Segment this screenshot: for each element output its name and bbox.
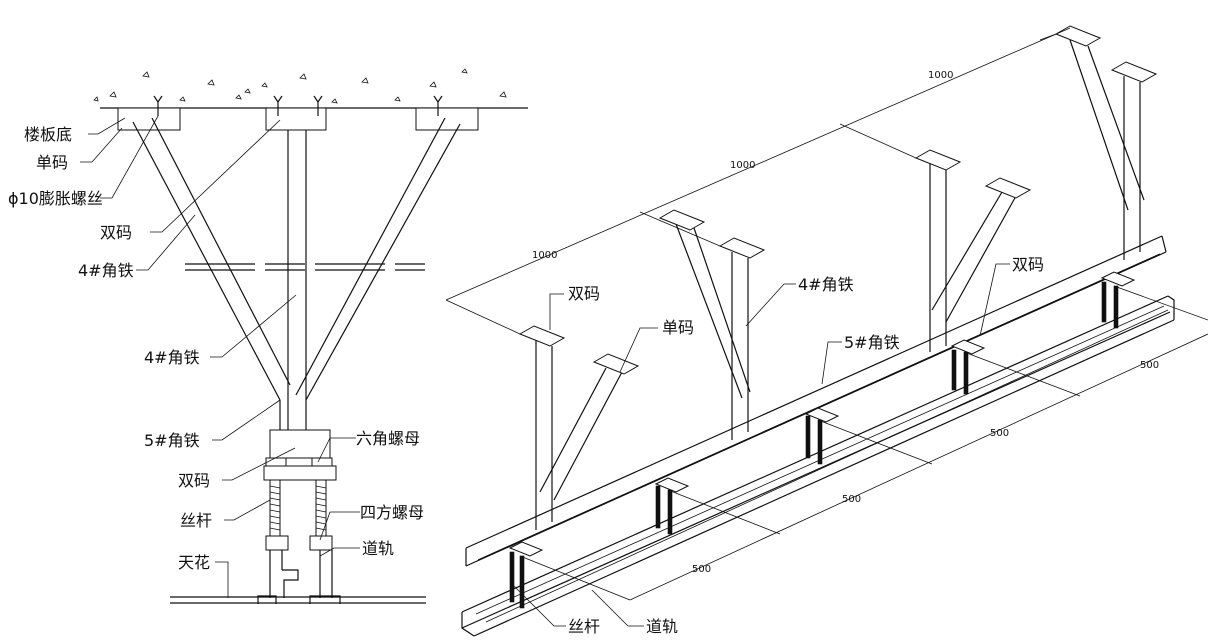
label-angle5: 5#角铁 — [144, 431, 200, 450]
dim-upper-2: 1000 — [730, 160, 755, 171]
label-double-bracket-1: 双码 — [568, 284, 600, 303]
dim-lower-3: 500 — [990, 428, 1009, 439]
double-bracket-plate-top — [265, 107, 327, 131]
label-rail-r: 道轨 — [646, 617, 678, 636]
rod-groups — [509, 281, 1119, 609]
dim-lower-2: 500 — [842, 494, 861, 505]
label-floor-bottom: 楼板底 — [24, 125, 72, 144]
label-rod-r: 丝杆 — [568, 617, 600, 636]
left-rod — [269, 479, 281, 537]
hanger-diagonals — [539, 39, 1145, 501]
dim-lower-4: 500 — [1140, 360, 1159, 371]
concrete-hatch — [93, 68, 507, 104]
label-angle5-r: 5#角铁 — [844, 333, 900, 352]
double-bracket-block — [269, 429, 331, 459]
dim-upper-3: 1000 — [928, 70, 953, 81]
expansion-bolt-icons — [153, 95, 443, 116]
label-single-bracket-r: 单码 — [662, 318, 694, 337]
section-view: 楼板底 单码 ϕ10膨胀螺丝 双码 4#角铁 4#角铁 5#角铁 双码 六角螺母… — [8, 68, 528, 604]
dim-upper-1: 1000 — [532, 250, 557, 261]
label-expansion-bolt: ϕ10膨胀螺丝 — [8, 189, 103, 208]
label-angle4-b: 4#角铁 — [144, 348, 200, 367]
beam-brackets — [508, 271, 1136, 557]
bracket-plates — [518, 25, 1158, 375]
label-rod: 丝杆 — [180, 511, 212, 530]
label-rail: 道轨 — [362, 539, 394, 558]
single-bracket-plate-left — [117, 107, 181, 131]
label-ceiling: 天花 — [178, 553, 210, 572]
lower-dimension — [519, 285, 1208, 601]
label-single-bracket: 单码 — [36, 153, 68, 172]
dim-lower-1: 500 — [692, 564, 711, 575]
label-double-bracket-2: 双码 — [1012, 255, 1044, 274]
label-square-nut: 四方螺母 — [360, 503, 424, 522]
label-hex-nut: 六角螺母 — [356, 429, 420, 448]
single-bracket-plate-right — [415, 107, 479, 131]
upper-dimension — [445, 27, 1071, 335]
label-angle4-a: 4#角铁 — [78, 261, 134, 280]
label-angle4-r: 4#角铁 — [798, 275, 854, 294]
hanger-verticals — [535, 76, 1141, 530]
leader-lines-left — [80, 115, 360, 598]
leader-lines-right — [511, 263, 1010, 627]
label-double-bracket-top: 双码 — [100, 223, 132, 242]
isometric-view: 1000 1000 1000 500 500 500 500 双码 单码 4#角… — [445, 25, 1208, 637]
label-double-bracket-low: 双码 — [178, 471, 210, 490]
